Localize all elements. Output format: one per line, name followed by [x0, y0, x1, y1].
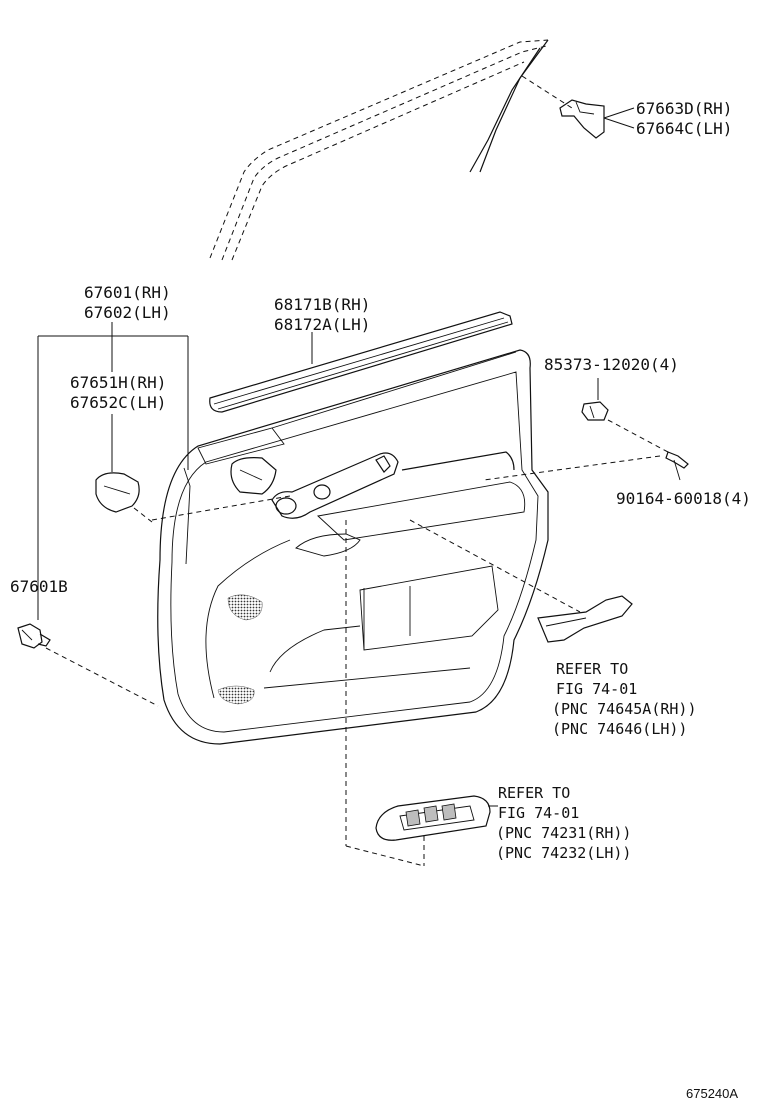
mirror-corner-clip	[521, 75, 635, 139]
screw	[665, 451, 689, 481]
armrest-pnc-lh: (PNC 74646(LH))	[552, 720, 687, 738]
armrest-refer: REFER TO	[556, 660, 628, 678]
switch-refer: REFER TO	[498, 784, 570, 802]
door-trim-panel	[157, 349, 549, 745]
part-label-67664c: 67664C(LH)	[636, 119, 732, 138]
armrest-pull-handle	[537, 595, 633, 643]
door-glass-frame	[209, 39, 549, 261]
switch-pnc-rh: (PNC 74231(RH))	[496, 824, 631, 842]
part-label-68172a: 68172A(LH)	[274, 315, 370, 334]
part-label-67602: 67602(LH)	[84, 303, 171, 322]
power-window-switch	[375, 795, 498, 841]
part-label-68171b: 68171B(RH)	[274, 295, 370, 314]
armrest-fig: FIG 74-01	[556, 680, 637, 698]
part-label-67601: 67601(RH)	[84, 283, 171, 302]
armrest-pnc-rh: (PNC 74645A(RH))	[552, 700, 697, 718]
corner-cover	[95, 472, 153, 523]
figure-id: 675240A	[686, 1086, 738, 1101]
part-label-67601b: 67601B	[10, 577, 68, 596]
belt-weatherstrip	[209, 311, 513, 413]
panel-dashed-leaders	[45, 495, 581, 867]
leaders-67601	[37, 322, 189, 620]
part-label-67652c: 67652C(LH)	[70, 393, 166, 412]
part-label-85373: 85373-12020(4)	[544, 355, 679, 374]
part-label-67663d: 67663D(RH)	[636, 99, 732, 118]
clip-nut	[483, 401, 669, 481]
part-label-90164: 90164-60018(4)	[616, 489, 751, 508]
trim-clip	[17, 623, 51, 649]
switch-fig: FIG 74-01	[498, 804, 579, 822]
switch-pnc-lh: (PNC 74232(LH))	[496, 844, 631, 862]
part-label-67651h: 67651H(RH)	[70, 373, 166, 392]
